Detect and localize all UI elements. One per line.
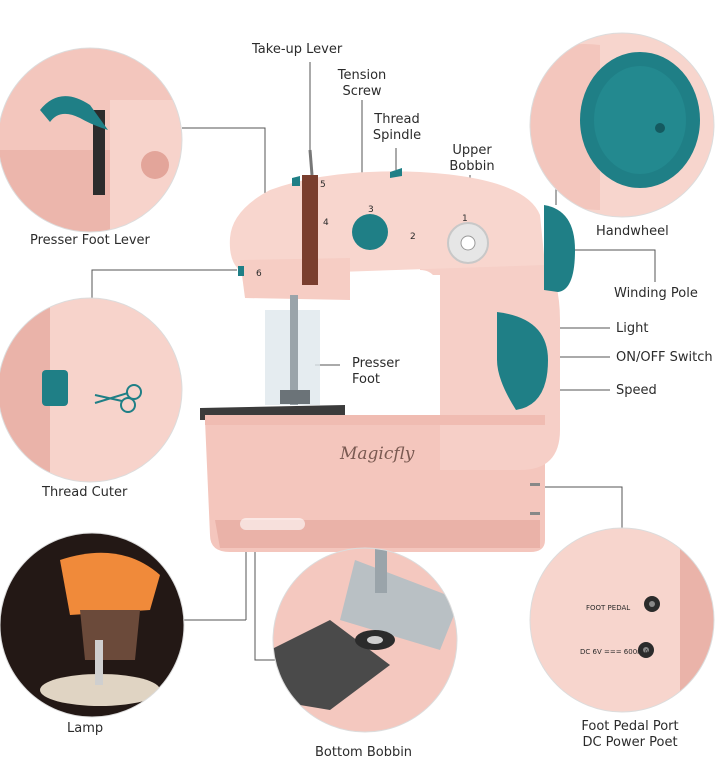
machine-head — [240, 258, 350, 300]
label-tension-screw-line1: Tension — [337, 68, 387, 83]
base-slot — [240, 518, 305, 530]
port-mark-1 — [530, 483, 540, 486]
thread-spindle-part — [390, 168, 402, 178]
thread-cutter-part — [238, 266, 244, 276]
lamp-glow — [40, 674, 160, 706]
tension-knob — [352, 214, 388, 250]
take-up-lever-part — [308, 149, 314, 176]
label-bottom-bobbin: Bottom Bobbin — [315, 745, 413, 760]
label-upper-bobbin-line2: Bobbin — [449, 159, 495, 174]
label-thread-spindle-line2: Spindle — [372, 128, 422, 143]
dial-number-3: 3 — [368, 205, 374, 215]
leader-ports — [545, 486, 623, 528]
detail-ports — [530, 528, 714, 712]
detail-presser-foot-lever — [0, 48, 182, 232]
label-tension-screw-line2: Screw — [342, 84, 382, 99]
detail-bottom-bobbin — [273, 548, 457, 732]
label-on-off-switch: ON/OFF Switch — [616, 350, 713, 365]
scissors-icon — [94, 384, 142, 413]
take-up-lever-slot — [302, 175, 318, 285]
dial-number-1: 1 — [462, 214, 468, 224]
presser-foot-part — [280, 390, 310, 404]
label-presser-foot: Presser Foot — [352, 356, 400, 388]
label-thread-cutter: Thread Cuter — [42, 485, 128, 500]
label-presser-foot-lever: Presser Foot Lever — [30, 233, 150, 248]
front-thread-guide — [292, 176, 300, 186]
label-speed: Speed — [616, 383, 657, 398]
lever-icon — [40, 96, 108, 130]
leader-presser-foot-lever — [182, 127, 266, 205]
label-thread-spindle-line1: Thread — [374, 112, 420, 127]
label-winding-pole: Winding Pole — [614, 286, 698, 301]
label-thread-spindle: Thread Spindle — [368, 112, 426, 144]
leader-winding-pole — [545, 249, 656, 282]
detail-handwheel — [530, 33, 714, 217]
label-lamp: Lamp — [67, 721, 104, 736]
brand-logo: Magicfly — [340, 444, 415, 464]
handwheel-part — [544, 205, 575, 292]
port-mark-2 — [530, 512, 540, 515]
dial-number-4: 4 — [323, 218, 329, 228]
switch-panel-part — [497, 312, 548, 410]
foot-pedal-panel-text: FOOT PEDAL — [586, 604, 631, 612]
label-upper-bobbin: Upper Bobbin — [446, 143, 498, 175]
dc-rating-text: DC 6V === 600mA — [580, 648, 649, 656]
label-dc-power-port: DC Power Poet — [582, 735, 678, 750]
label-light: Light — [616, 321, 649, 336]
detail-thread-cutter — [0, 298, 182, 482]
dial-number-2: 2 — [410, 232, 416, 242]
dial-number-5: 5 — [320, 180, 326, 190]
upper-bobbin-hub — [460, 235, 476, 251]
arch-opening — [350, 275, 440, 415]
label-foot-pedal-port: Foot Pedal Port — [581, 719, 679, 734]
dial-number-6: 6 — [256, 269, 262, 279]
needle-bar — [290, 295, 298, 405]
leader-thread-cutter — [91, 269, 237, 298]
sewing-machine — [200, 149, 575, 552]
label-upper-bobbin-line1: Upper — [452, 143, 492, 158]
label-handwheel: Handwheel — [596, 224, 669, 239]
label-take-up-lever: Take-up Lever — [252, 42, 343, 57]
label-presser-foot-line2: Foot — [352, 372, 381, 387]
label-tension-screw: Tension Screw — [330, 68, 394, 100]
platform-edge — [205, 415, 545, 425]
label-presser-foot-line1: Presser — [352, 356, 400, 371]
detail-lamp — [0, 533, 184, 717]
label-ports: Foot Pedal Port DC Power Poet — [570, 719, 690, 751]
